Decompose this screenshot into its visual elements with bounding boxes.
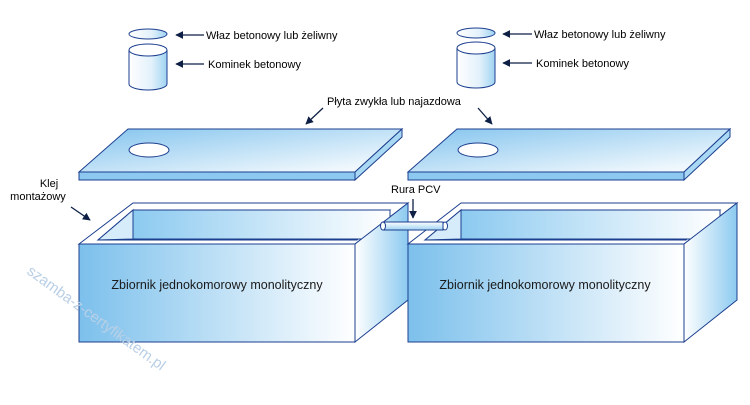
hatch-right xyxy=(456,27,496,39)
label-glue-line2: montażowy xyxy=(10,191,66,203)
tank-right: Zbiornik jednokomorowy monolityczny xyxy=(406,201,739,344)
label-glue-line1: Klej xyxy=(40,178,58,190)
slab-right-opening xyxy=(457,142,499,158)
slab-left-opening xyxy=(128,142,170,158)
arrow-glue xyxy=(70,206,91,221)
tank-left: Zbiornik jednokomorowy monolityczny xyxy=(77,201,410,344)
label-chimney-right: Kominek betonowy xyxy=(536,58,629,70)
arrow-slab-right xyxy=(477,107,493,125)
slab-right xyxy=(406,127,732,182)
slab-left xyxy=(77,127,404,182)
tank-left-label: Zbiornik jednokomorowy monolityczny xyxy=(111,278,323,292)
pcv-pipe xyxy=(380,221,444,231)
label-chimney-left: Kominek betonowy xyxy=(208,59,301,71)
tank-right-front xyxy=(407,243,685,343)
label-hatch-left: Właz betonowy lub żeliwny xyxy=(206,30,338,42)
arrow-slab-left xyxy=(305,107,324,125)
chimney-right xyxy=(456,41,496,89)
callout-arrows xyxy=(70,30,532,221)
chimney-left xyxy=(128,43,168,91)
label-hatch-right: Właz betonowy lub żeliwny xyxy=(534,29,666,41)
label-pipe: Rura PCV xyxy=(391,184,441,196)
tank-right-label: Zbiornik jednokomorowy monolityczny xyxy=(439,278,651,292)
label-slab: Płyta zwykła lub najazdowa xyxy=(327,96,462,108)
tank-right-side xyxy=(683,201,738,344)
hatch-left xyxy=(128,28,168,40)
